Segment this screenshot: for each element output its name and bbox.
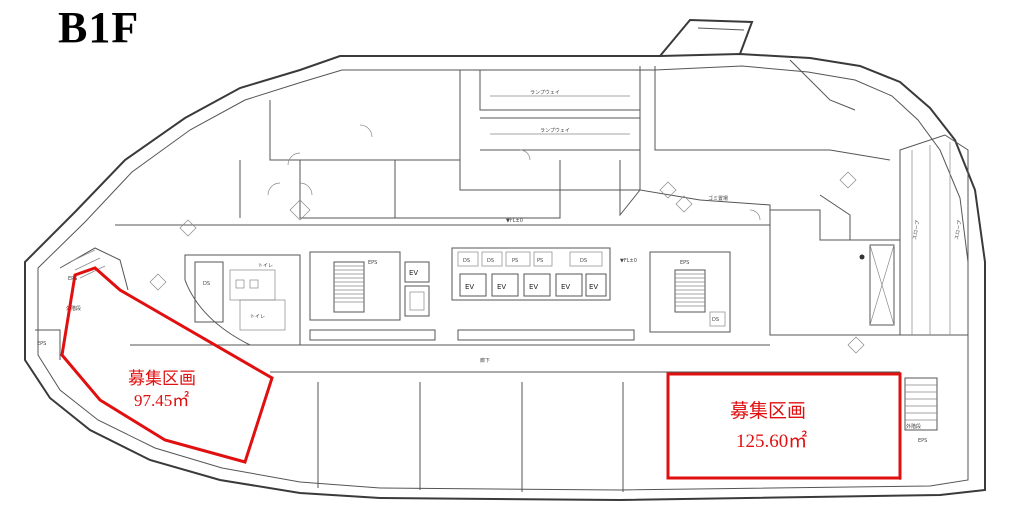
upper-rooms: ランプウェイ ランプウェイ ▼FL±0 ゴミ置場 bbox=[239, 59, 891, 224]
svg-text:ランプウェイ: ランプウェイ bbox=[530, 89, 560, 96]
right-block: スロープ スロープ bbox=[769, 134, 969, 354]
corridor-label: 廊下 bbox=[480, 357, 490, 364]
outer-walls bbox=[24, 18, 986, 502]
floor-title: B1F bbox=[58, 3, 140, 52]
eps-label-4: EPS bbox=[918, 438, 927, 444]
zone-1-area-value: 97.45㎡ bbox=[134, 391, 189, 410]
ramp-left-label: スロープ bbox=[912, 220, 921, 240]
outer-stair-left-label: 外階段 bbox=[66, 305, 81, 312]
zone-1-name: 募集区画 bbox=[128, 369, 196, 389]
zone-2-name: 募集区画 bbox=[730, 400, 806, 422]
toilet-label-2: トイレ bbox=[250, 314, 265, 320]
bottom-units bbox=[317, 372, 901, 492]
eps-label-2: EPS bbox=[680, 260, 689, 266]
left-wing: EPS 外階段 EPS bbox=[35, 247, 129, 360]
elevator-bank: DS DS PS PS DS EV EV EV EV EV bbox=[451, 247, 635, 341]
available-zone-2: 募集区画 125.60㎡ bbox=[666, 372, 902, 480]
right-outer-stair: 外階段 EPS bbox=[904, 377, 938, 444]
available-zone-1: 募集区画 125.60㎡ 97.45㎡ bbox=[60, 266, 274, 464]
svg-text:EV: EV bbox=[465, 283, 474, 291]
svg-text:PS: PS bbox=[537, 258, 543, 264]
eps-label: EPS bbox=[368, 260, 377, 266]
toilet-label: トイレ bbox=[258, 263, 273, 269]
toilet-core: DS トイレ トイレ bbox=[184, 254, 301, 346]
svg-text:EV: EV bbox=[529, 283, 538, 291]
svg-text:EV: EV bbox=[589, 283, 598, 291]
ds-label-2: DS bbox=[712, 317, 719, 323]
eps-label-3: EPS bbox=[37, 341, 46, 347]
svg-text:DS: DS bbox=[487, 258, 494, 264]
zone-2-area: 125.60㎡ bbox=[736, 429, 807, 452]
ds-label: DS bbox=[203, 281, 210, 287]
svg-text:EV: EV bbox=[497, 283, 506, 291]
svg-text:ゴミ置場: ゴミ置場 bbox=[708, 195, 728, 202]
corridor: 廊下 ▼FL±0 bbox=[115, 219, 900, 373]
ramp-right-label: スロープ bbox=[954, 220, 963, 240]
svg-text:PS: PS bbox=[512, 258, 518, 264]
svg-text:DS: DS bbox=[580, 258, 587, 264]
svg-text:ランプウェイ: ランプウェイ bbox=[540, 127, 570, 134]
svg-text:EV: EV bbox=[561, 283, 570, 291]
stair-core-left: EPS EV bbox=[309, 251, 436, 341]
outer-stair-right-label: 外階段 bbox=[906, 423, 921, 430]
svg-text:DS: DS bbox=[463, 258, 470, 264]
svg-text:EPS: EPS bbox=[68, 276, 77, 282]
svg-text:▼FL±0: ▼FL±0 bbox=[620, 258, 637, 264]
ev-label: EV bbox=[409, 269, 418, 277]
svg-text:▼FL±0: ▼FL±0 bbox=[506, 218, 523, 224]
stair-core-right: EPS DS bbox=[649, 251, 731, 333]
